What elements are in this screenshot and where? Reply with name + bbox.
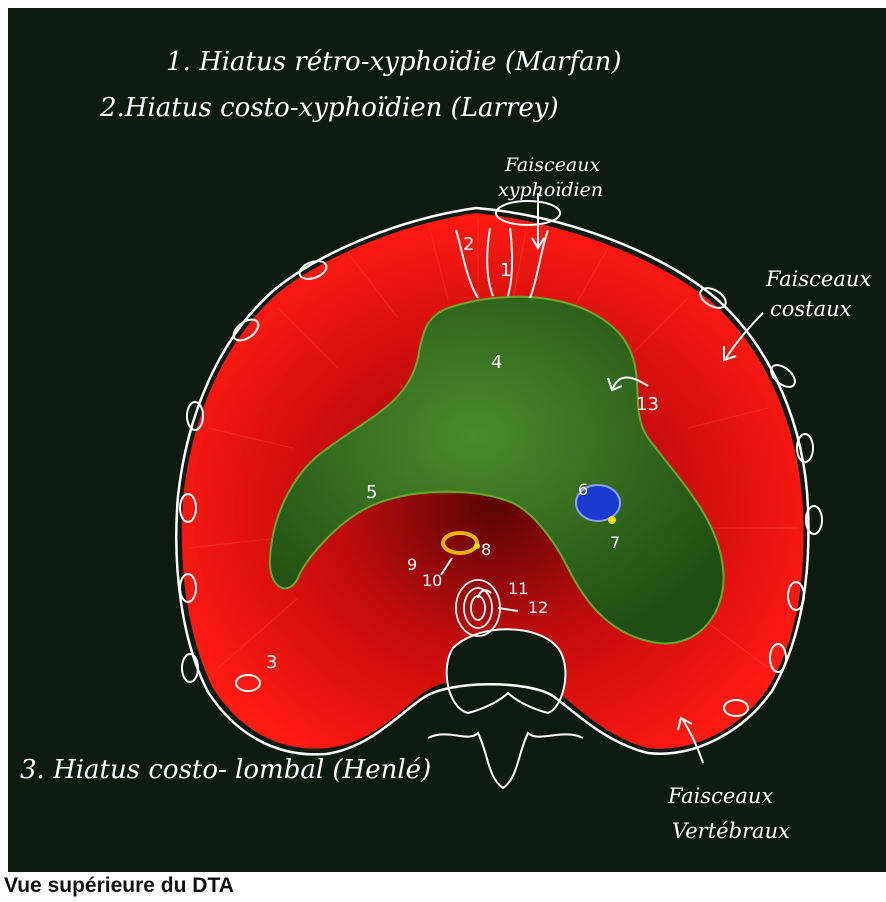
diaphragm-diagram: 1. Hiatus rétro-xyphoïdie (Marfan) 2.Hia… (8, 8, 886, 872)
number-1: 1 (500, 260, 511, 281)
faisceaux-vertebraux-label-1: Faisceaux (667, 784, 773, 808)
number-2: 2 (463, 234, 474, 255)
faisceaux-costaux-label-2: costaux (770, 297, 852, 321)
hiatus-2-label: 2.Hiatus costo-xyphoïdien (Larrey) (99, 93, 559, 123)
hiatus-1-label: 1. Hiatus rétro-xyphoïdie (Marfan) (166, 47, 622, 77)
number-6: 6 (578, 480, 588, 499)
thoracic-duct-marker (474, 543, 480, 549)
number-4: 4 (491, 352, 502, 373)
number-11: 11 (508, 579, 528, 598)
number-10: 10 (422, 571, 442, 590)
number-7: 7 (610, 533, 620, 552)
faisceaux-vertebraux-label-2: Vertébraux (672, 819, 790, 843)
number-8: 8 (481, 540, 491, 559)
number-12: 12 (528, 598, 548, 617)
faisceaux-xyphoidien-label-2: xyphoïdien (498, 179, 603, 201)
faisceaux-xyphoidien-label-1: Faisceaux (504, 154, 600, 176)
faisceaux-costaux-label-1: Faisceaux (765, 267, 871, 291)
hiatus-3-label: 3. Hiatus costo- lombal (Henlé) (20, 755, 431, 785)
number-9: 9 (407, 555, 417, 574)
number-3: 3 (266, 652, 277, 673)
number-5: 5 (366, 482, 377, 503)
figure-caption: Vue supérieure du DTA (4, 874, 234, 898)
vagus-nerve-marker (608, 516, 616, 524)
number-13: 13 (636, 394, 659, 415)
